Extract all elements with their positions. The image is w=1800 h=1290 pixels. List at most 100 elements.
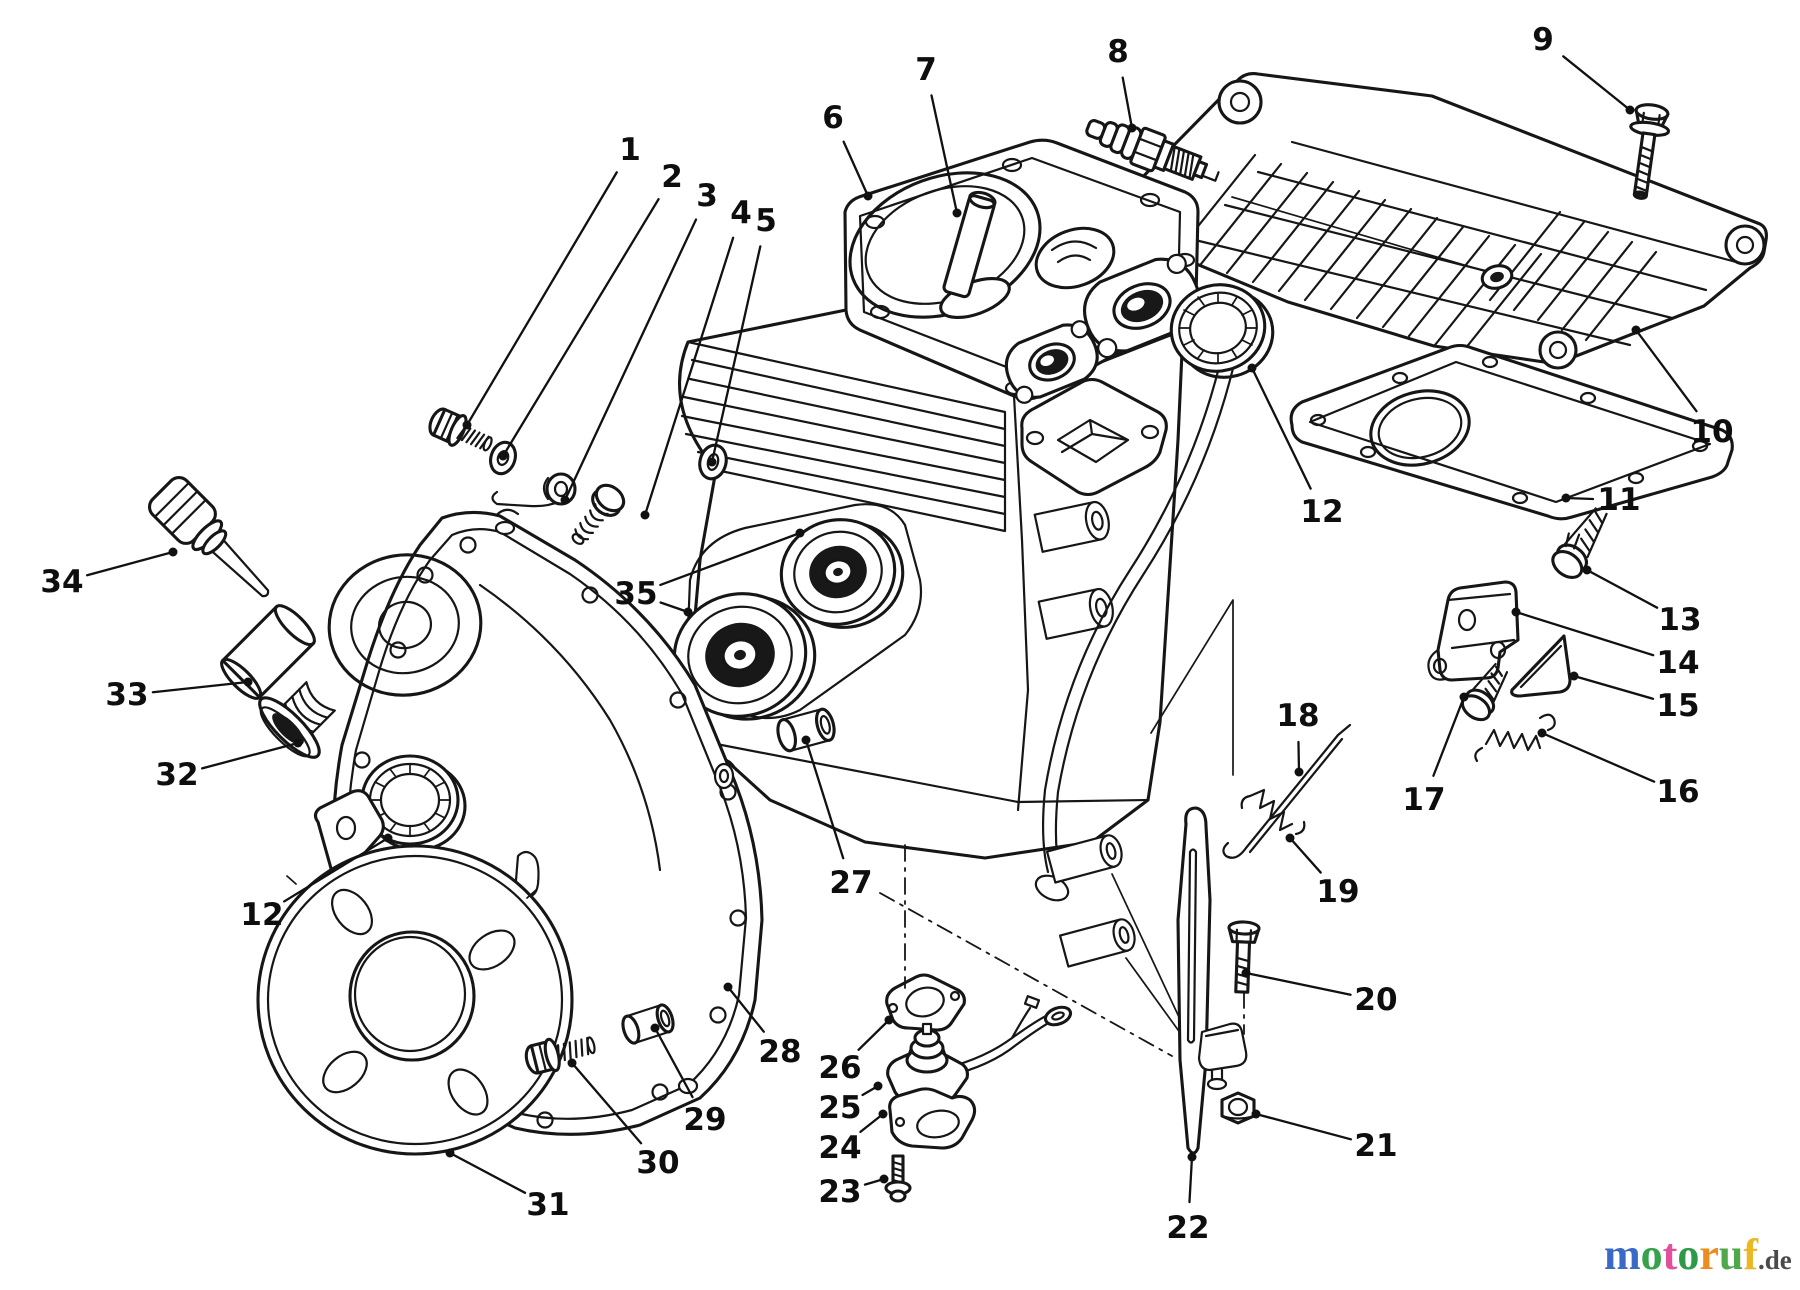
- governor-valve-icon: [886, 995, 1073, 1104]
- part-label-5: 5: [755, 203, 777, 239]
- leader-line: [570, 1061, 643, 1145]
- fastener-cluster-drawing: [428, 407, 728, 545]
- leader-dot: [640, 510, 650, 520]
- leader-line: [1288, 836, 1322, 874]
- part-label-31: 31: [526, 1187, 569, 1223]
- watermark-letter: o: [1640, 1230, 1663, 1279]
- leader-line: [1562, 55, 1632, 112]
- watermark-logo: motoruf.de: [1604, 1233, 1792, 1277]
- bearing-icon: [779, 518, 905, 629]
- leader-line: [842, 140, 870, 198]
- part-callout-22: 22: [1166, 1152, 1210, 1246]
- leader-dot: [650, 1023, 660, 1033]
- leader-dot: [801, 735, 811, 745]
- part-label-4: 4: [730, 195, 752, 231]
- leader-dot: [1187, 1152, 1197, 1162]
- leader-dot: [567, 1058, 577, 1068]
- leader-dot: [707, 457, 717, 467]
- part-callout-10: 10: [1631, 325, 1734, 450]
- leader-line: [1572, 674, 1655, 700]
- leader-dot: [560, 495, 570, 505]
- leader-line: [563, 218, 698, 502]
- part-callout-17: 17: [1402, 692, 1469, 818]
- part-label-24: 24: [818, 1130, 861, 1166]
- bolt-icon: [1227, 920, 1261, 994]
- leader-line: [465, 171, 618, 427]
- leader-dot: [1459, 692, 1469, 702]
- part-callout-28: 28: [723, 982, 802, 1070]
- leader-line: [1432, 695, 1466, 777]
- leader-line: [726, 985, 765, 1033]
- leader-line: [930, 94, 959, 215]
- leader-dot: [1537, 728, 1547, 738]
- leader-dot: [243, 677, 253, 687]
- leader-line: [1585, 568, 1659, 609]
- intake-flange-icon: [1004, 320, 1099, 404]
- part-callout-6: 6: [822, 100, 873, 201]
- watermark-letter: o: [1677, 1230, 1700, 1279]
- phantom-lines-drawing: [879, 599, 1245, 1057]
- part-callout-12: 12: [240, 833, 393, 933]
- cylinder-block-drawing: [672, 138, 1237, 1053]
- bracket-icon: [1427, 580, 1520, 682]
- dipstick-assembly-drawing: [147, 475, 336, 759]
- part-label-25: 25: [818, 1090, 861, 1126]
- leader-dot: [878, 1109, 888, 1119]
- part-label-6: 6: [822, 100, 844, 136]
- part-callout-16: 16: [1537, 728, 1700, 810]
- part-callout-30: 30: [567, 1058, 680, 1181]
- part-label-10: 10: [1690, 414, 1733, 450]
- leader-line: [1540, 731, 1656, 783]
- governor-assembly-drawing: [884, 973, 1073, 1203]
- part-label-11: 11: [1597, 482, 1640, 518]
- dowel-pin-icon: [942, 190, 997, 299]
- baffle-icon: [1510, 634, 1572, 698]
- part-label-27: 27: [829, 865, 872, 901]
- watermark-letter: t: [1662, 1230, 1678, 1279]
- spacer-icon: [621, 1003, 675, 1045]
- leader-dot: [383, 833, 393, 843]
- spring-icon: [1474, 713, 1556, 763]
- leader-line: [859, 1112, 885, 1134]
- leader-dot: [863, 191, 873, 201]
- part-label-18: 18: [1276, 698, 1319, 734]
- watermark-wordmark: motoruf: [1604, 1230, 1758, 1279]
- leader-dot: [462, 420, 472, 430]
- part-callout-7: 7: [915, 52, 962, 218]
- leader-line: [1514, 610, 1655, 657]
- leader-line: [659, 601, 690, 614]
- part-label-15: 15: [1656, 688, 1699, 724]
- leader-dot: [1285, 833, 1295, 843]
- leader-line: [1244, 971, 1352, 996]
- leader-dot: [1561, 493, 1571, 503]
- watermark-letter: u: [1718, 1230, 1744, 1279]
- part-callout-9: 9: [1532, 22, 1635, 115]
- part-label-21: 21: [1354, 1128, 1397, 1164]
- part-label-8: 8: [1107, 34, 1129, 70]
- spark-plug-icon: [1085, 119, 1220, 182]
- leader-dot: [873, 1081, 883, 1091]
- leader-line: [448, 1151, 527, 1194]
- leader-dot: [723, 982, 733, 992]
- head-bolt-icon: [1629, 103, 1671, 200]
- leader-line: [1121, 76, 1134, 130]
- part-callout-21: 21: [1251, 1109, 1398, 1164]
- part-callout-27: 27: [801, 735, 873, 901]
- part-callout-1: 1: [462, 132, 641, 430]
- part-label-12: 12: [240, 897, 283, 933]
- part-callout-26: 26: [818, 1015, 894, 1086]
- part-callout-11: 11: [1561, 482, 1641, 518]
- leader-line: [643, 236, 735, 517]
- part-label-17: 17: [1402, 782, 1445, 818]
- part-callout-12: 12: [1247, 363, 1344, 530]
- part-callout-29: 29: [650, 1023, 727, 1138]
- exhaust-flange-icon: [1020, 377, 1168, 497]
- part-callout-25: 25: [818, 1081, 883, 1126]
- leader-line: [710, 245, 762, 464]
- leader-line: [653, 1026, 694, 1099]
- leader-dot: [1582, 565, 1592, 575]
- part-callout-15: 15: [1569, 671, 1700, 724]
- part-callout-8: 8: [1107, 34, 1137, 133]
